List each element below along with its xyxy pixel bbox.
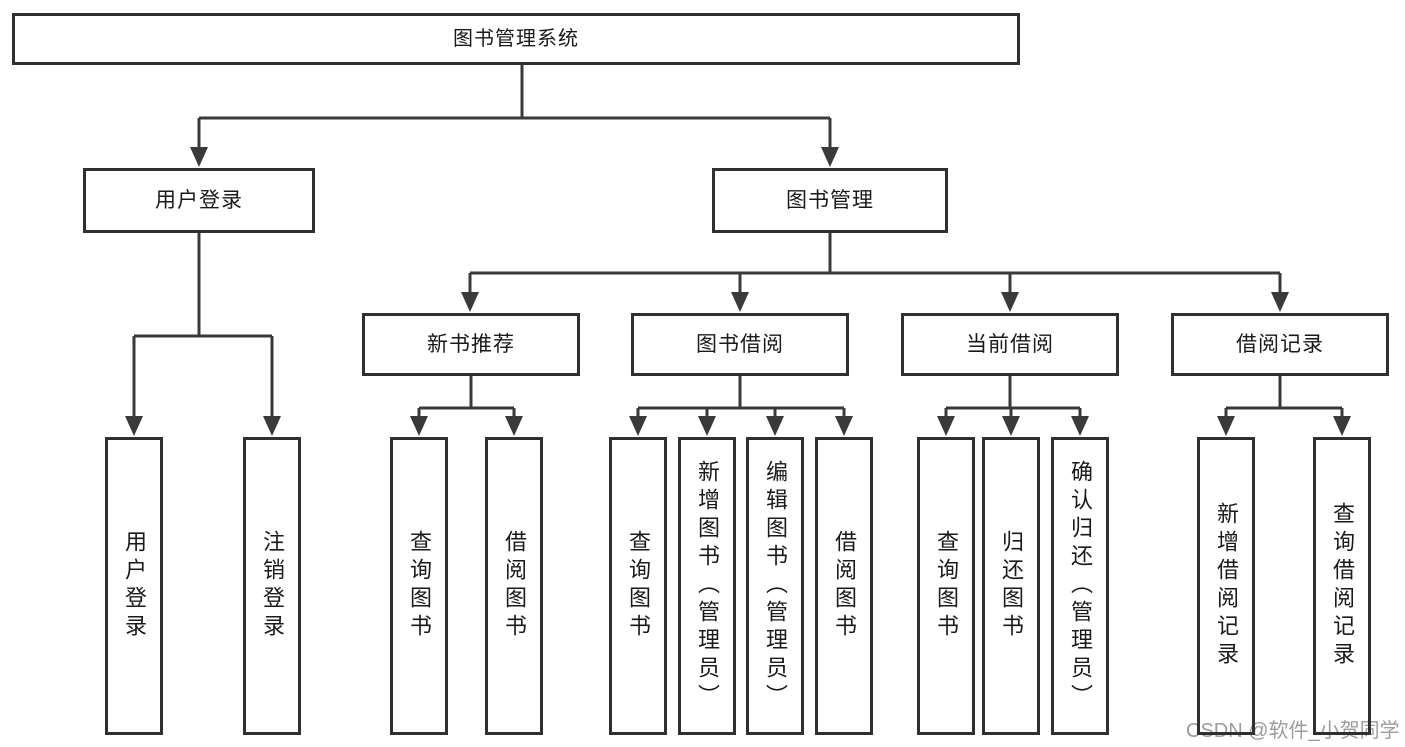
- node-borrow-records: 借阅记录: [1171, 313, 1389, 376]
- node-label: 查询借阅记录: [1330, 502, 1355, 670]
- node-system-root: 图书管理系统: [12, 13, 1020, 65]
- node-label: 新增借阅记录: [1214, 502, 1239, 670]
- arrowhead-down-icon: [1001, 292, 1019, 312]
- node-label: 查询图书: [626, 530, 651, 642]
- leaf-edit-book-admin: 编辑图书（管理员）: [746, 437, 804, 735]
- leaf-query-books-2: 查询图书: [609, 437, 667, 735]
- connector-line: [944, 376, 1082, 418]
- arrowhead-down-icon: [1002, 416, 1020, 436]
- node-current-borrow: 当前借阅: [901, 313, 1119, 376]
- node-user-login: 用户登录: [83, 168, 315, 233]
- leaf-user-login: 用户登录: [105, 437, 163, 735]
- connector-line: [197, 65, 832, 148]
- leaf-return-book: 归还图书: [982, 437, 1040, 735]
- arrowhead-down-icon: [698, 416, 716, 436]
- leaf-logout: 注销登录: [243, 437, 301, 735]
- connector-line: [636, 376, 846, 418]
- leaf-add-book-admin: 新增图书（管理员）: [678, 437, 736, 735]
- node-label: 图书管理系统: [453, 28, 579, 50]
- leaf-query-borrow-record: 查询借阅记录: [1313, 437, 1371, 735]
- leaf-query-books-3: 查询图书: [917, 437, 975, 735]
- arrowhead-down-icon: [1217, 416, 1235, 436]
- connector-line: [132, 233, 274, 418]
- arrowhead-down-icon: [766, 416, 784, 436]
- arrowhead-down-icon: [461, 292, 479, 312]
- node-book-borrow: 图书借阅: [631, 313, 849, 376]
- node-label: 借阅图书: [502, 530, 527, 642]
- arrowhead-down-icon: [410, 416, 428, 436]
- connector-line: [468, 233, 1282, 294]
- node-label: 编辑图书（管理员）: [763, 460, 788, 712]
- arrowhead-down-icon: [821, 147, 839, 167]
- leaf-query-books-1: 查询图书: [390, 437, 448, 735]
- node-label: 当前借阅: [966, 333, 1054, 356]
- connector-line: [417, 376, 516, 418]
- node-label: 查询图书: [407, 530, 432, 642]
- node-label: 图书管理: [786, 189, 874, 212]
- arrowhead-down-icon: [1333, 416, 1351, 436]
- csdn-watermark: CSDN @软件_小贺同学: [1186, 720, 1400, 742]
- arrowhead-down-icon: [505, 416, 523, 436]
- node-label: 图书借阅: [696, 333, 784, 356]
- node-label: 注销登录: [260, 530, 285, 642]
- node-label: 确认归还（管理员）: [1068, 460, 1093, 712]
- node-label: 新增图书（管理员）: [695, 460, 720, 712]
- arrowhead-down-icon: [937, 416, 955, 436]
- node-new-book-recommend: 新书推荐: [362, 313, 580, 376]
- node-book-management: 图书管理: [712, 168, 948, 233]
- leaf-borrow-books-2: 借阅图书: [815, 437, 873, 735]
- leaf-confirm-return-admin: 确认归还（管理员）: [1051, 437, 1109, 735]
- node-label: 查询图书: [934, 530, 959, 642]
- node-label: 借阅图书: [832, 530, 857, 642]
- arrowhead-down-icon: [731, 292, 749, 312]
- arrowhead-down-icon: [263, 416, 281, 436]
- arrowhead-down-icon: [835, 416, 853, 436]
- arrowhead-down-icon: [629, 416, 647, 436]
- node-label: 借阅记录: [1236, 333, 1324, 356]
- arrowhead-down-icon: [1271, 292, 1289, 312]
- leaf-borrow-books-1: 借阅图书: [485, 437, 543, 735]
- node-label: 用户登录: [155, 189, 243, 212]
- arrowhead-down-icon: [190, 147, 208, 167]
- node-label: 用户登录: [122, 530, 147, 642]
- arrowhead-down-icon: [125, 416, 143, 436]
- arrowhead-down-icon: [1071, 416, 1089, 436]
- leaf-add-borrow-record: 新增借阅记录: [1197, 437, 1255, 735]
- connector-line: [1224, 376, 1344, 418]
- node-label: 归还图书: [999, 530, 1024, 642]
- node-label: 新书推荐: [427, 333, 515, 356]
